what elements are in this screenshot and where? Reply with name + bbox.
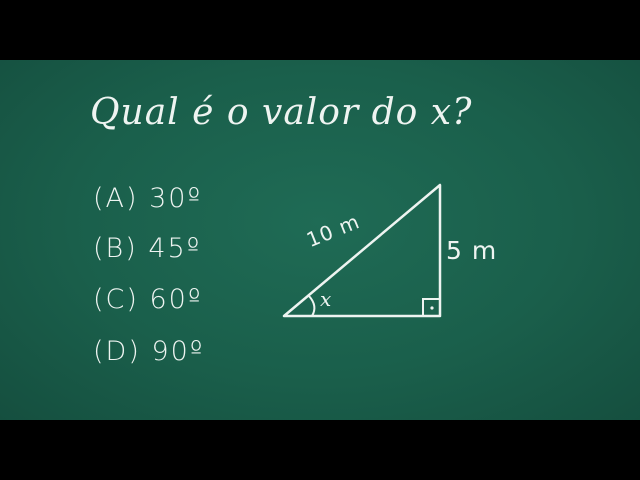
letterbox-top <box>0 0 640 60</box>
option-b: (B) 45º <box>93 233 202 264</box>
right-angle-dot <box>430 306 434 310</box>
angle-x-label: x <box>320 287 332 311</box>
triangle-outline <box>282 183 442 318</box>
option-c: (C) 60º <box>93 284 203 315</box>
option-d: (D) 90º <box>93 336 205 367</box>
letterbox-bottom <box>0 420 640 480</box>
question-text: Qual é o valor do x? <box>90 92 473 133</box>
angle-arc <box>308 295 316 317</box>
right-angle-marker <box>422 298 441 317</box>
option-a: (A) 30º <box>93 183 203 214</box>
opposite-side-label: 5 m <box>446 236 498 265</box>
chalkboard <box>0 60 640 420</box>
